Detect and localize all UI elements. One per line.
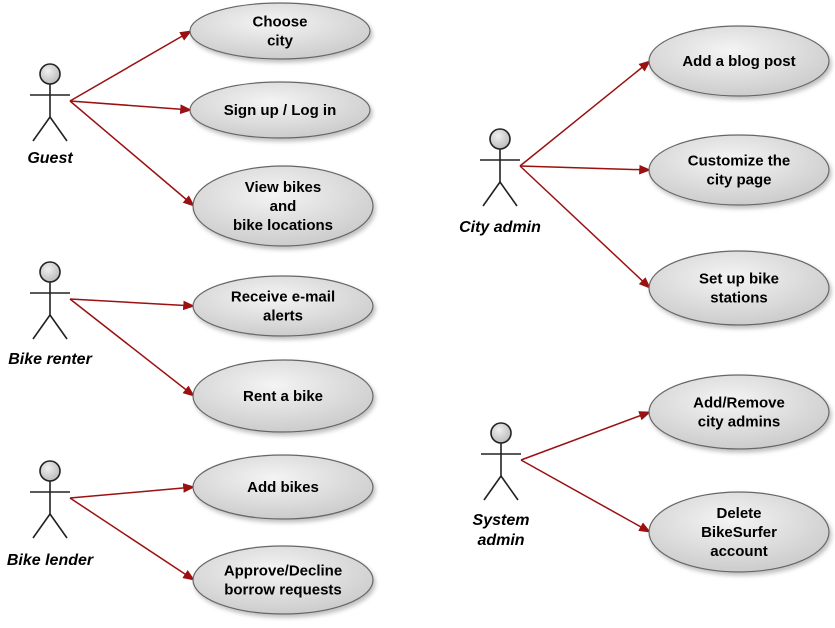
use-case-ellipse[interactable] <box>192 454 374 520</box>
actor-label: City admin <box>459 219 541 236</box>
actor-right-leg <box>499 181 518 207</box>
use-case-choose-city[interactable]: Choose city <box>189 2 371 60</box>
actor-label: Bike renter <box>8 351 92 368</box>
association-city-admin-to-set-up-bike-stations <box>519 165 651 289</box>
association-city-admin-to-add-blog-post <box>519 60 651 167</box>
association-bike-lender-to-add-bikes <box>69 483 196 499</box>
actor-head-icon <box>39 261 61 283</box>
use-case-ellipse[interactable] <box>648 134 830 206</box>
use-case-label: Delete <box>716 505 761 522</box>
use-case-label: city admins <box>698 414 781 431</box>
use-case-ellipse[interactable] <box>189 81 371 139</box>
use-case-label: Approve/Decline <box>224 563 342 580</box>
actor-bike-lender: Bike lender <box>7 460 94 569</box>
association-bike-lender-to-approve-decline <box>69 497 196 581</box>
use-case-ellipse[interactable] <box>648 25 830 97</box>
use-case-ellipse[interactable] <box>192 545 374 615</box>
use-case-label: Rent a bike <box>243 388 323 405</box>
use-case-rent-a-bike[interactable]: Rent a bike <box>192 359 374 433</box>
use-case-sign-up-log-in[interactable]: Sign up / Log in <box>189 81 371 139</box>
use-case-label: Sign up / Log in <box>224 102 336 119</box>
use-case-ellipse[interactable] <box>648 491 830 573</box>
use-case-ellipse[interactable] <box>192 165 374 247</box>
actor-left-leg <box>32 513 51 539</box>
use-case-ellipse[interactable] <box>192 359 374 433</box>
actor-right-leg <box>49 513 68 539</box>
use-case-set-up-bike-stations[interactable]: Set up bike stations <box>648 250 830 326</box>
actor-label: admin <box>477 532 524 549</box>
use-case-approve-decline[interactable]: Approve/Decline borrow requests <box>192 545 374 615</box>
use-case-add-bikes[interactable]: Add bikes <box>192 454 374 520</box>
use-case-ellipse[interactable] <box>189 2 371 60</box>
association-guest-to-choose-city <box>69 30 193 102</box>
actor-left-leg <box>482 181 501 207</box>
actor-head-icon <box>39 63 61 85</box>
use-case-label: View bikes <box>245 179 321 196</box>
actor-head-icon <box>489 128 511 150</box>
use-case-label: Add bikes <box>247 479 319 496</box>
association-bike-renter-to-rent-a-bike <box>69 298 195 397</box>
use-case-label: city <box>267 33 294 50</box>
actor-city-admin: City admin <box>459 128 541 236</box>
association-bike-renter-to-receive-email-alerts <box>69 298 196 311</box>
association-system-admin-to-add-remove-city-admins <box>520 411 652 461</box>
actor-left-leg <box>32 314 51 340</box>
use-case-label: account <box>710 543 768 560</box>
association-city-admin-to-customize-city-page <box>519 164 652 175</box>
use-case-add-remove-city-admins[interactable]: Add/Remove city admins <box>648 374 830 450</box>
actor-head-icon <box>490 422 512 444</box>
use-case-label: Receive e-mail <box>231 289 335 306</box>
use-case-ellipse[interactable] <box>648 250 830 326</box>
use-case-receive-email-alerts[interactable]: Receive e-mail alerts <box>192 275 374 337</box>
actor-right-leg <box>49 116 68 142</box>
association-guest-to-sign-up-log-in <box>69 100 193 114</box>
use-case-ellipse[interactable] <box>192 275 374 337</box>
actor-label: Guest <box>27 150 73 167</box>
use-case-label: alerts <box>263 308 303 325</box>
use-case-label: Add/Remove <box>693 395 785 412</box>
use-case-label: city page <box>706 172 771 189</box>
use-case-add-blog-post[interactable]: Add a blog post <box>648 25 830 97</box>
use-case-label: Customize the <box>688 153 791 170</box>
use-case-customize-city-page[interactable]: Customize the city page <box>648 134 830 206</box>
actor-system-admin: System admin <box>473 422 530 549</box>
actor-bike-renter: Bike renter <box>8 261 93 368</box>
use-case-label: Set up bike <box>699 271 779 288</box>
associations-layer <box>69 30 652 581</box>
actor-left-leg <box>483 475 502 501</box>
use-case-label: bike locations <box>233 217 333 234</box>
use-case-label: stations <box>710 290 768 307</box>
use-case-label: Choose <box>252 14 307 31</box>
use-case-label: Add a blog post <box>682 53 795 70</box>
actor-left-leg <box>32 116 51 142</box>
actor-label: System <box>473 512 530 529</box>
use-case-view-bikes[interactable]: View bikes and bike locations <box>192 165 374 247</box>
association-system-admin-to-delete-account <box>520 459 652 533</box>
actor-right-leg <box>49 314 68 340</box>
actor-right-leg <box>500 475 519 501</box>
actor-head-icon <box>39 460 61 482</box>
actor-guest: Guest <box>27 63 73 167</box>
use-case-label: borrow requests <box>224 582 342 599</box>
association-guest-to-view-bikes <box>69 100 195 207</box>
use-case-label: and <box>270 198 297 215</box>
use-case-ellipse[interactable] <box>648 374 830 450</box>
use-case-label: BikeSurfer <box>701 524 777 541</box>
actor-label: Bike lender <box>7 552 94 569</box>
